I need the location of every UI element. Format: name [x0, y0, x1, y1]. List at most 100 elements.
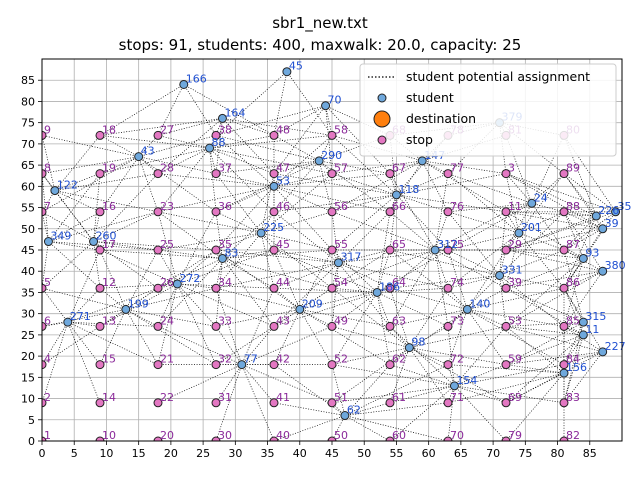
assignment-line: [157, 185, 275, 213]
student-marker: [321, 101, 331, 111]
student-label: 349: [50, 230, 71, 243]
y-tick-label: 35: [21, 286, 35, 299]
stop-marker: [42, 207, 47, 217]
student-marker: [598, 347, 608, 357]
stop-label: 57: [334, 162, 348, 175]
assignment-line: [331, 194, 397, 251]
assignment-line: [177, 283, 275, 289]
stop-label: 9: [44, 123, 51, 136]
stop-marker: [42, 321, 47, 331]
assignment-line: [505, 326, 565, 374]
assignment-line: [454, 385, 507, 441]
stop-label: 79: [508, 429, 522, 442]
stop-label: 13: [102, 314, 116, 327]
assignment-line: [331, 160, 423, 174]
student-marker: [63, 317, 73, 327]
y-tick-label: 10: [21, 393, 35, 406]
stop-label: 67: [392, 162, 406, 175]
y-tick-label: 20: [21, 350, 35, 363]
student-marker: [134, 152, 144, 162]
stop-marker: [153, 398, 163, 408]
stop-label: 16: [102, 200, 116, 213]
assignment-line: [447, 275, 500, 327]
student-marker: [430, 245, 440, 255]
stop-marker: [559, 169, 569, 179]
student-marker: [417, 156, 427, 166]
stop-marker: [269, 169, 279, 179]
assignment-line: [215, 364, 243, 441]
stop-marker: [211, 283, 221, 293]
assignment-line: [215, 211, 262, 234]
student-marker: [514, 228, 524, 238]
x-tick-label: 85: [583, 447, 597, 460]
stop-label: 2: [44, 391, 51, 404]
stop-marker: [327, 436, 337, 441]
y-tick-label: 5: [28, 414, 35, 427]
assignment-line: [505, 173, 616, 213]
student-label: 83: [224, 246, 238, 259]
assignment-line: [177, 283, 275, 327]
assignment-line: [331, 326, 410, 348]
assignment-line: [563, 173, 597, 217]
assignment-line: [331, 415, 346, 441]
legend-stop-icon: [377, 135, 387, 145]
stop-label: 39: [508, 276, 522, 289]
stop-marker: [269, 283, 279, 293]
assignment-line: [331, 211, 339, 263]
assignment-line: [563, 211, 603, 230]
assignment-line: [93, 173, 101, 242]
assignment-line: [505, 270, 603, 289]
stop-marker: [211, 245, 221, 255]
stop-marker: [153, 436, 163, 441]
assignment-line: [376, 292, 449, 327]
assignment-line: [389, 385, 455, 404]
stop-label: 84: [566, 353, 580, 366]
assignment-line: [299, 309, 333, 365]
assignment-line: [376, 211, 391, 293]
stop-marker: [501, 398, 511, 408]
stop-marker: [42, 283, 47, 293]
assignment-line: [215, 160, 320, 174]
student-label: 209: [302, 297, 323, 310]
student-label: 11: [585, 323, 599, 336]
stop-label: 50: [334, 429, 348, 442]
stop-label: 48: [276, 123, 290, 136]
assignment-line: [467, 309, 507, 327]
assignment-line: [422, 160, 507, 213]
assignment-line: [331, 135, 397, 196]
assignment-line: [215, 262, 339, 289]
assignment-line: [215, 288, 243, 365]
assignment-line: [447, 287, 468, 310]
stop-marker: [269, 207, 279, 217]
student-marker: [333, 258, 343, 268]
assignment-line: [389, 309, 468, 327]
assignment-line: [260, 232, 333, 289]
x-tick-label: 10: [99, 447, 113, 460]
assignment-line: [434, 249, 507, 289]
stop-marker: [559, 436, 569, 441]
x-tick-label: 30: [228, 447, 242, 460]
assignment-line: [273, 160, 320, 213]
stop-label: 4: [44, 353, 51, 366]
stop-marker: [559, 321, 569, 331]
stop-marker: [42, 398, 47, 408]
assignment-line: [505, 202, 532, 213]
assignment-line: [157, 147, 210, 174]
assignment-line: [376, 292, 391, 365]
assignment-line: [222, 249, 333, 259]
stop-label: 82: [566, 429, 580, 442]
student-marker: [598, 266, 608, 276]
student-marker: [527, 198, 537, 208]
assignment-line: [157, 283, 178, 365]
assignment-line: [157, 118, 223, 136]
student-label: 201: [521, 221, 542, 234]
stop-marker: [153, 130, 163, 140]
assignment-line: [447, 249, 500, 276]
assignment-line: [338, 262, 449, 289]
stop-label: 89: [566, 162, 580, 175]
stop-label: 31: [218, 391, 232, 404]
assignment-line: [99, 156, 139, 213]
assignment-line: [99, 135, 210, 149]
assignment-line: [499, 275, 565, 327]
assignment-line: [505, 258, 584, 289]
